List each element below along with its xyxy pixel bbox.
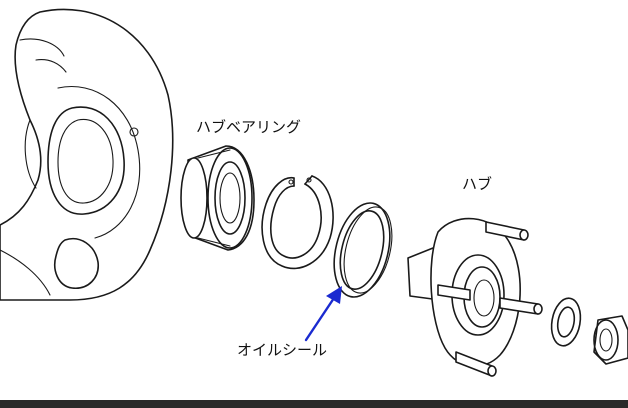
label-hub: ハブ	[462, 175, 493, 193]
label-hub-bearing: ハブベアリング	[196, 118, 302, 136]
hub-bearing	[180, 145, 255, 251]
oil-seal-arrow	[304, 286, 342, 342]
hub	[407, 217, 543, 377]
bottom-edge	[0, 400, 628, 408]
hub-nut	[593, 315, 628, 365]
dust-shield	[0, 8, 174, 301]
oil-seal	[333, 202, 393, 298]
washer	[550, 297, 582, 347]
label-oil-seal: オイルシール	[237, 341, 328, 359]
snap-ring	[261, 175, 334, 270]
